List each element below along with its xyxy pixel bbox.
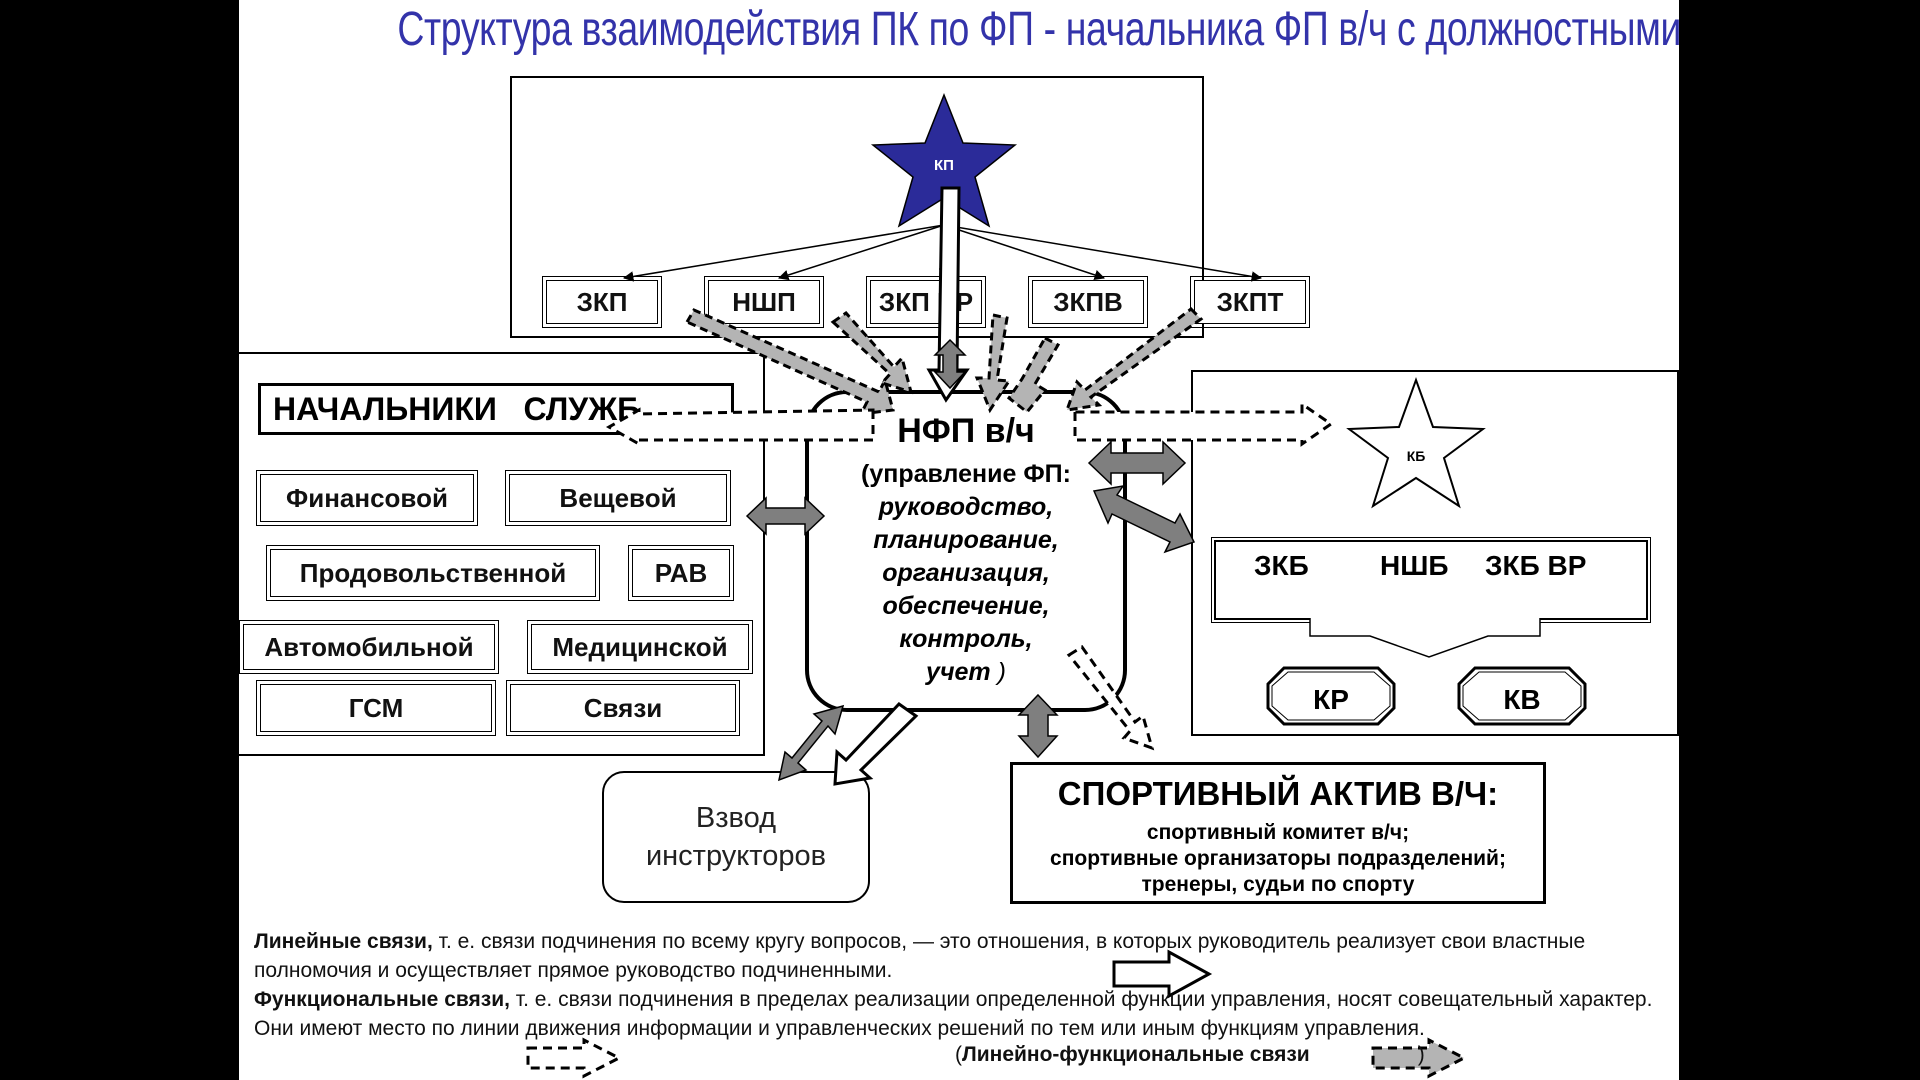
company-kv-label: КВ [1503,684,1540,715]
legend-combined: (Линейно-функциональные связи) [955,1043,1425,1066]
service-clothing: Вещевой [505,470,731,526]
kp-star-label: КП [934,157,954,174]
nfp-function: контроль, [899,625,1033,653]
nfp-function-last: учет ) [926,658,1006,686]
legend-combined-term: Линейно-функциональные связи [962,1043,1310,1066]
nfp-function: руководство, [878,493,1054,521]
company-kr: КР [1266,666,1396,726]
battalion-officer-nshb: НШБ [1380,550,1449,581]
linear-arrow-nfp-to-instructors [833,702,919,786]
service-finance: Финансовой [256,470,478,526]
service-medical: Медицинской [527,620,753,674]
nfp-function: обеспечение, [882,592,1050,620]
deputy-box-zkpt: ЗКПТ [1190,276,1310,328]
services-heading-box: НАЧАЛЬНИКИ СЛУЖБ [258,383,734,435]
services-heading: НАЧАЛЬНИКИ СЛУЖБ [273,390,641,427]
legend-linear-term: Линейные связи, [254,930,433,953]
linear-arrow-kp-to-nfp [926,186,970,403]
legend-functional-text: т. е. связи подчинения в пределах реализ… [254,988,1653,1040]
kb-star-icon [1346,377,1486,509]
nfp-subtitle: (управление ФП: [861,460,1071,488]
sport-box: СПОРТИВНЫЙ АКТИВ В/Ч: спортивный комитет… [1010,762,1546,904]
legend: Линейные связи, т. е. связи подчинения п… [254,927,1674,1043]
battalion-to-companies-connector [1309,618,1541,658]
sport-line: спортивный комитет в/ч; [1146,821,1410,844]
company-kv: КВ [1457,666,1587,726]
instructors-line2: инструкторов [645,840,827,872]
nfp-function: организация, [882,559,1050,587]
legend-linear-functional-arrow [1371,1037,1468,1079]
kb-star-label: КБ [1407,448,1426,464]
battalion-officer-zkb: ЗКБ [1254,550,1309,581]
diagram-overlay: КП КБ КР КВ [526,92,1587,1079]
legend-functional-arrow [526,1037,623,1079]
nfp-function: планирование, [873,526,1059,554]
legend-linear-arrow [1112,949,1213,999]
legend-functional-term: Функциональные связи, [254,988,510,1011]
nfp-title: НФП в/ч [897,412,1035,450]
dashed-arrows-nfp-sides [605,401,1334,751]
service-rav: РАВ [628,545,734,601]
sport-heading: СПОРТИВНЫЙ АКТИВ В/Ч: [1057,775,1499,812]
service-signal: Связи [506,680,740,736]
deputy-box-zkp: ЗКП [542,276,662,328]
battalion-officers-box [1211,537,1651,623]
service-auto: Автомобильной [239,620,499,674]
service-food: Продовольственной [266,545,600,601]
instructors-line1: Взвод [695,802,777,834]
legend-functional: Функциональные связи, т. е. связи подчин… [254,985,1674,1043]
nfp-function-list: (управление ФП: руководство, планировани… [805,458,1127,689]
slide: Структура взаимодействия ПК по ФП - нача… [239,0,1679,1080]
functional-arrows-gray [745,338,1196,782]
company-kr-label: КР [1313,684,1349,715]
sport-line: тренеры, судьи по спорту [1141,873,1415,896]
legend-linear-text: т. е. связи подчинения по всему кругу во… [254,930,1586,982]
sport-line: спортивные организаторы подразделений; [1050,847,1506,870]
slide-title: Структура взаимодействия ПК по ФП - нача… [397,3,1679,56]
instructors-box: Взвод инструкторов [602,771,870,903]
deputy-box-zkpv: ЗКПВ [1028,276,1148,328]
service-fuel: ГСМ [256,680,496,736]
battalion-officer-zkb-vr: ЗКБ ВР [1485,550,1587,581]
dashed-arrows-deputies-to-nfp [684,307,1204,416]
deputy-box-nshp: НШП [704,276,824,328]
legend-linear: Линейные связи, т. е. связи подчинения п… [254,927,1674,985]
